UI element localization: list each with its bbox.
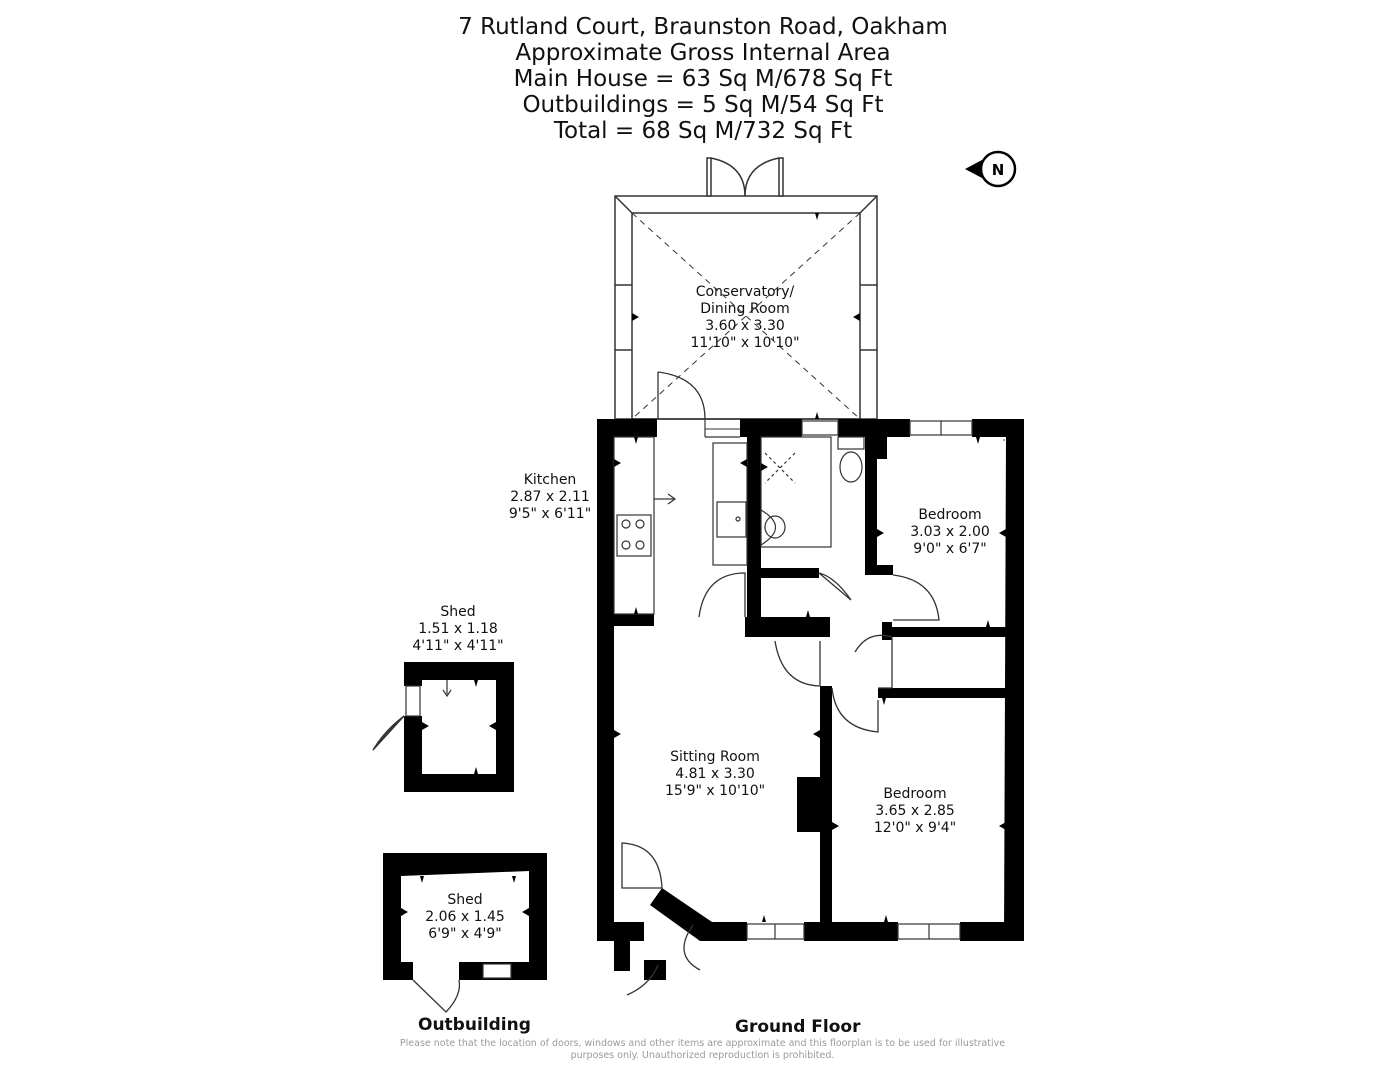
conservatory-outline [614, 157, 878, 420]
kitchen-fittings [613, 436, 748, 615]
bathroom-fittings [760, 436, 865, 548]
area-subtitle: Approximate Gross Internal Area [515, 40, 891, 66]
room-label-conservatory: Conservatory/ Dining Room 3.60 x 3.30 11… [690, 284, 800, 351]
floor-label-outbuilding: Outbuilding [418, 1015, 531, 1035]
room-label-shed-2: Shed 2.06 x 1.45 6'9" x 4'9" [425, 892, 505, 942]
shed-2-drawing [383, 853, 547, 1013]
svg-text:N: N [992, 161, 1005, 179]
shed-1-drawing [372, 662, 514, 792]
address-title: 7 Rutland Court, Braunston Road, Oakham [458, 14, 948, 40]
room-label-kitchen: Kitchen 2.87 x 2.11 9'5" x 6'11" [508, 472, 592, 522]
room-label-sitting-room: Sitting Room 4.81 x 3.30 15'9" x 10'10" [664, 749, 766, 799]
dimension-markers [614, 213, 1006, 922]
total-area: Total = 68 Sq M/732 Sq Ft [553, 118, 853, 144]
room-label-bedroom-2: Bedroom 3.65 x 2.85 12'0" x 9'4" [873, 786, 957, 836]
door-swings [621, 572, 940, 996]
outbuildings-area: Outbuildings = 5 Sq M/54 Sq Ft [522, 92, 884, 118]
plan-header: 7 Rutland Court, Braunston Road, Oakham … [353, 14, 1053, 144]
disclaimer-text: Please note that the location of doors, … [399, 1038, 1006, 1061]
walls [597, 419, 1024, 980]
north-arrow-icon: N [965, 150, 1017, 188]
room-label-bedroom-1: Bedroom 3.03 x 2.00 9'0" x 6'7" [910, 507, 990, 557]
room-label-shed-1: Shed 1.51 x 1.18 4'11" x 4'11" [412, 604, 504, 654]
main-house-area: Main House = 63 Sq M/678 Sq Ft [513, 66, 893, 92]
floor-label-ground: Ground Floor [735, 1017, 861, 1037]
